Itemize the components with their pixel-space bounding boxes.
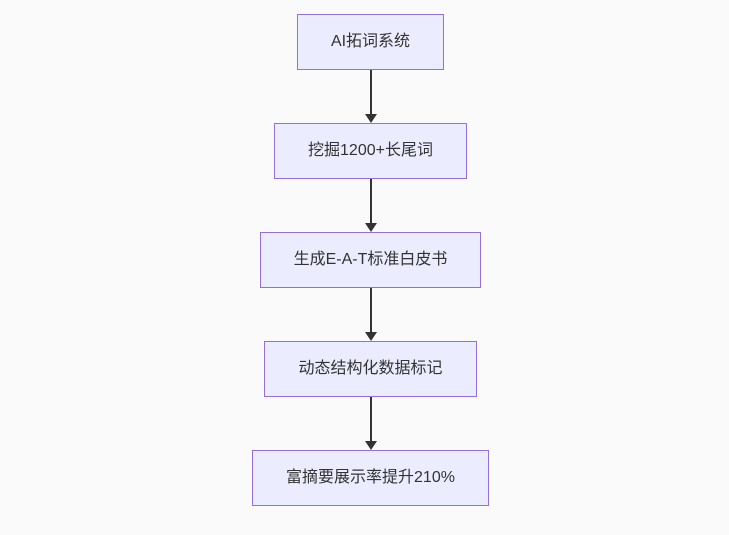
flow-node-label: 富摘要展示率提升210% [286,468,455,486]
edge-arrow-4 [364,397,377,450]
flow-node-label: 生成E-A-T标准白皮书 [293,250,448,268]
flow-node-ai-word-expansion: AI拓词系统 [296,14,445,70]
flow-node-eat-whitepaper: 生成E-A-T标准白皮书 [259,232,482,288]
arrowhead-down-icon [364,332,377,341]
flow-node-longtail-keywords: 挖掘1200+长尾词 [274,123,467,179]
edge-line [369,179,372,223]
flow-node-rich-snippet-rate: 富摘要展示率提升210% [252,450,489,506]
flow-node-label: 动态结构化数据标记 [298,359,443,377]
arrowhead-down-icon [364,223,377,232]
edge-line [369,70,372,114]
edge-arrow-3 [364,288,377,341]
arrowhead-down-icon [364,441,377,450]
edge-line [369,288,372,332]
flowchart-column: AI拓词系统 挖掘1200+长尾词 生成E-A-T标准白皮书 动态结构化数据标记 [0,14,729,506]
edge-line [369,397,372,441]
arrowhead-down-icon [364,114,377,123]
flow-node-label: AI拓词系统 [330,32,411,50]
edge-arrow-1 [364,70,377,123]
flow-node-label: 挖掘1200+长尾词 [308,141,433,159]
edge-arrow-2 [364,179,377,232]
flow-node-structured-data-markup: 动态结构化数据标记 [264,341,477,397]
